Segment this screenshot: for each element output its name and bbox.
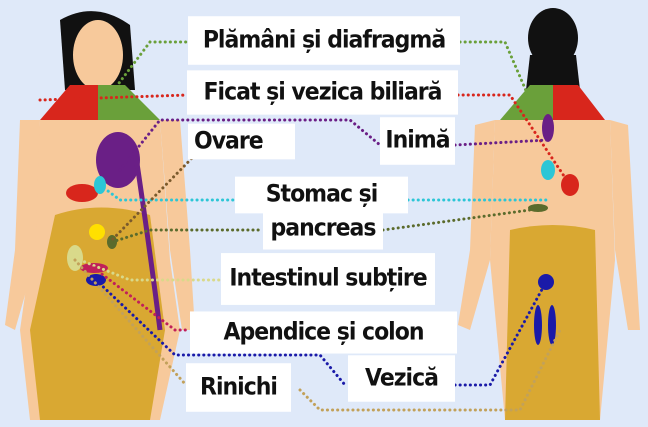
connector-lines — [38, 40, 572, 412]
label-stomach-line2: pancreas — [263, 208, 383, 250]
label-appendix: Apendice și colon — [190, 311, 457, 354]
label-stomach-line1: Stomac și — [235, 176, 408, 214]
label-bladder: Vezică — [348, 355, 455, 402]
liver-zone-neck — [40, 85, 98, 120]
label-heart: Inimă — [380, 117, 455, 165]
female-figure — [5, 11, 195, 420]
label-liver: Ficat și vezica biliară — [187, 70, 458, 115]
label-lungs: Plămâni și diafragmă — [188, 16, 460, 65]
male-figure — [458, 8, 640, 420]
label-kidneys: Rinichi — [186, 363, 291, 412]
lungs-zone-neck — [98, 85, 160, 120]
label-small-intestine: Intestinul subțire — [221, 253, 435, 305]
label-ovaries: Ovare — [188, 123, 295, 160]
